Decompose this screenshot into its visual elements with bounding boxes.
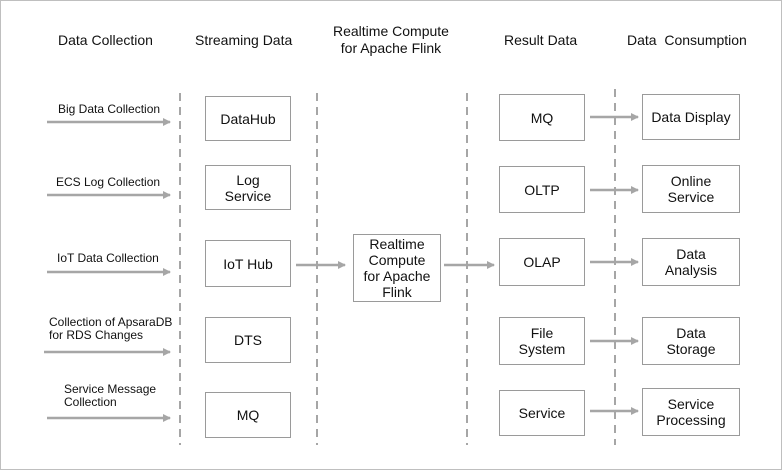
result-box-oltp: OLTP — [499, 166, 585, 213]
compute-box-flink: Realtime Compute for Apache Flink — [353, 234, 441, 302]
header-data-collection: Data Collection — [58, 32, 153, 48]
streaming-box-dts: DTS — [205, 317, 291, 363]
result-box-mq: MQ — [499, 94, 585, 141]
streaming-box-mq: MQ — [205, 392, 291, 438]
header-data-consumption: Data Consumption — [627, 32, 747, 48]
header-realtime-compute: Realtime Compute for Apache Flink — [333, 23, 449, 56]
consumption-box-data-display: Data Display — [642, 94, 740, 140]
result-box-olap: OLAP — [499, 238, 585, 286]
source-label-service-message: Service Message Collection — [64, 382, 157, 409]
source-label-iot: IoT Data Collection — [57, 251, 159, 265]
streaming-box-datahub: DataHub — [205, 96, 291, 141]
header-streaming-data: Streaming Data — [195, 32, 293, 48]
source-label-big-data: Big Data Collection — [58, 102, 161, 116]
result-box-service: Service — [499, 390, 585, 436]
source-label-apsaradb: Collection of ApsaraDB for RDS Changes — [49, 315, 173, 342]
streaming-box-iot-hub: IoT Hub — [205, 240, 291, 287]
header-result-data: Result Data — [504, 32, 578, 48]
source-label-ecs-log: ECS Log Collection — [56, 175, 161, 189]
